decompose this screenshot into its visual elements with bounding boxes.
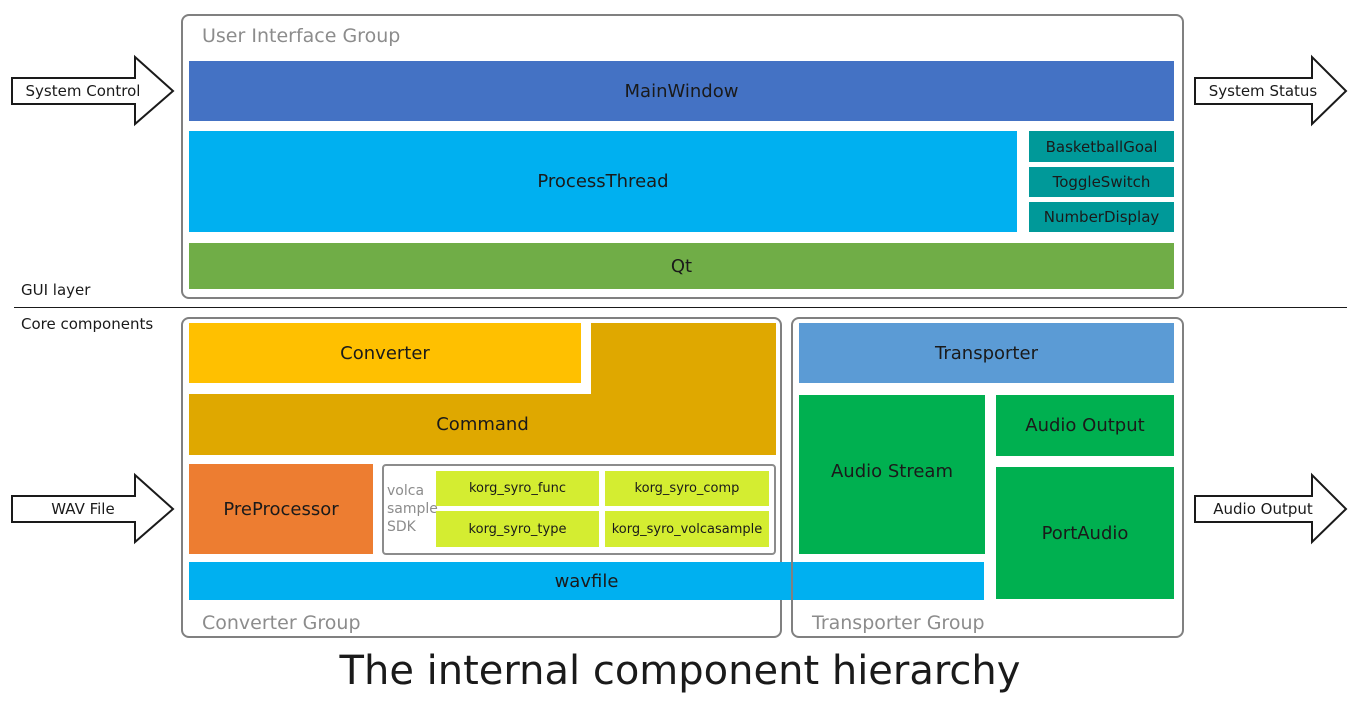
command-box: [189, 323, 776, 455]
layer-divider: [14, 307, 1347, 308]
basketball-goal-box: BasketballGoal: [1029, 131, 1174, 162]
number-display-box: NumberDisplay: [1029, 202, 1174, 232]
diagram-title: The internal component hierarchy: [339, 648, 1021, 694]
system-status-label: System Status: [1208, 82, 1318, 100]
korg-syro-func-box: korg_syro_func: [436, 471, 599, 506]
volca-sample-sdk-frame: [382, 464, 776, 555]
system-control-label: System Control: [25, 82, 141, 100]
transporter-box: Transporter: [799, 323, 1174, 383]
audio-output-arrow-label: Audio Output: [1213, 500, 1313, 518]
preprocessor-box: PreProcessor: [189, 464, 373, 554]
user-interface-group-label: User Interface Group: [202, 25, 401, 47]
audio-output-arrow: [1194, 472, 1348, 545]
converter-group: [181, 317, 782, 638]
wav-file-label: WAV File: [51, 500, 115, 518]
system-status-arrow: [1194, 54, 1348, 127]
process-thread-box: ProcessThread: [189, 131, 1017, 232]
gui-layer-label: GUI layer: [21, 281, 91, 299]
wavfile-box: wavfile: [189, 562, 984, 600]
converter-group-label: Converter Group: [202, 612, 361, 634]
system-control-arrow: [11, 54, 175, 127]
core-components-label: Core components: [21, 315, 154, 333]
portaudio-box: PortAudio: [996, 467, 1174, 599]
wav-file-arrow: [11, 472, 175, 545]
transporter-group-label: Transporter Group: [812, 612, 985, 634]
korg-syro-comp-box: korg_syro_comp: [605, 471, 769, 506]
korg-syro-volcasample-box: korg_syro_volcasample: [605, 511, 769, 547]
audio-stream-box: Audio Stream: [799, 395, 985, 554]
command-label: Command: [436, 414, 529, 435]
converter-box: Converter: [189, 323, 581, 383]
user-interface-group: [181, 14, 1184, 299]
korg-syro-type-box: korg_syro_type: [436, 511, 599, 547]
transporter-group: [791, 317, 1184, 638]
volca-sample-sdk-label: volca sample SDK: [387, 483, 438, 535]
audio-stream-label: Audio Stream: [830, 461, 953, 482]
toggle-switch-box: ToggleSwitch: [1029, 167, 1174, 197]
main-window-box: MainWindow: [189, 61, 1174, 121]
audio-output-box: Audio Output: [996, 395, 1174, 456]
qt-box: Qt: [189, 243, 1174, 289]
